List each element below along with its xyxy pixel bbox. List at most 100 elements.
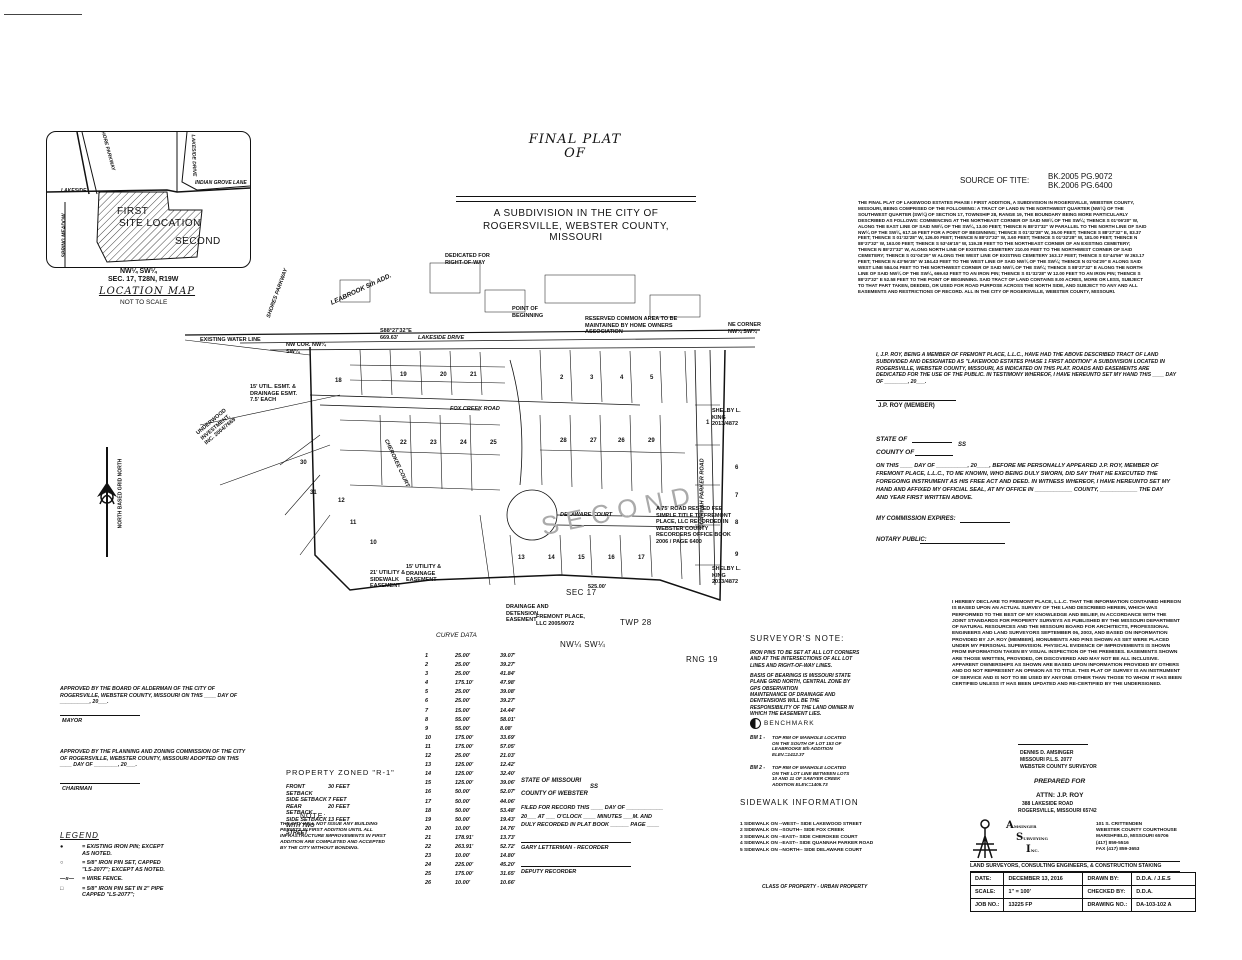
surveyor-note-3: MAINTENANCE OF DRAINAGE AND DENTENSIONS …	[750, 692, 854, 717]
curve-number: 13	[425, 762, 432, 769]
curve-length: 57.05'	[500, 743, 516, 750]
lot-3: 3	[590, 375, 594, 381]
curve-length: 14.44'	[500, 707, 516, 714]
curve-number: 2	[425, 662, 429, 669]
curve-radius: 15.00'	[455, 707, 471, 714]
owner-certificate: I, J.P. ROY, BEING A MEMBER OF FREMONT P…	[876, 352, 1176, 386]
firm-addr-5: FAX (417) 859-3653	[1096, 846, 1140, 852]
curve-length: 12.42'	[500, 762, 516, 769]
firm-address: 101 S. CRITTENDEN WEBSTER COUNTY COURTHO…	[1096, 822, 1177, 853]
curve-number: 7	[425, 707, 429, 714]
loc-caption: LOCATION MAP	[98, 286, 196, 297]
loc-section: SEC. 17, T28N, R19W	[108, 276, 179, 283]
curve-radius: 263.91'	[455, 843, 474, 850]
legend-symbol-icon: ○	[60, 860, 64, 866]
firm-addr-1: 101 S. CRITTENDEN	[1096, 822, 1143, 827]
recorder-signline	[521, 842, 631, 843]
plat-util-esmt: 15' UTIL. ESMT. & DRAINAGE ESMT. 7.5' EA…	[250, 384, 298, 403]
location-map-drawing	[47, 132, 250, 267]
curve-number: 9	[425, 725, 429, 732]
curve-length: 47.98'	[500, 680, 516, 687]
curve-number: 25	[425, 871, 432, 878]
legal-description: THE FINAL PLAT OF LAKEWOOD ESTATES PHASE…	[858, 200, 1147, 294]
plat-nwcorner: NW COR. NW¼ SW¼	[286, 342, 326, 355]
sidewalk-item-5: 5 SIDEWALK ON --NORTH-- SIDE DELAWARE CO…	[740, 847, 863, 853]
lot-8: 8	[735, 520, 739, 526]
sidewalk-title: SIDEWALK INFORMATION	[740, 798, 859, 807]
notary-commission-line	[960, 522, 1010, 523]
class-of-property: CLASS OF PROPERTY - URBAN PROPERTY	[762, 884, 868, 890]
owner-signline	[876, 400, 956, 401]
curve-radius: 25.00'	[455, 689, 471, 696]
notary-county: COUNTY OF	[876, 449, 915, 456]
lot-28: 28	[560, 438, 567, 444]
curve-number: 18	[425, 807, 432, 814]
firm-banner: LAND SURVEYORS, CONSULTING ENGINEERS, & …	[970, 861, 1180, 872]
curve-radius: 175.10'	[455, 680, 474, 687]
curve-length: 39.07'	[500, 653, 516, 659]
curve-length: 32.40'	[500, 771, 516, 778]
curve-length: 14.80'	[500, 853, 516, 860]
firm-addr-4: (417) 859-5516	[1096, 840, 1129, 846]
loc-scale: NOT TO SCALE	[120, 299, 168, 306]
curve-number: 11	[425, 743, 431, 750]
notary-body: ON THIS ____ DAY OF __________, 20____, …	[876, 463, 1171, 501]
title-rule	[456, 196, 696, 202]
curve-length: 53.48'	[500, 807, 516, 814]
source-book-1: BK.2005 PG.9072	[1048, 172, 1113, 181]
curve-length: 58.01'	[500, 716, 516, 723]
firm-word-3: NC.	[1030, 848, 1039, 853]
surveyor-note-2: BASIS OF BEARINGS IS MISSOURI STATE PLAN…	[750, 673, 851, 692]
approval-planning: APPROVED BY THE PLANNING AND ZONING COMM…	[60, 749, 246, 769]
street-delaware: DELAWARE COURT	[560, 512, 613, 518]
firm-tower-icon	[973, 819, 997, 859]
plat-drainage: DRAINAGE AND DETENSION EASEMENT	[506, 604, 549, 623]
sidewalk-list: 1 SIDEWALK ON --WEST-- SIDE LAKEWOOD STR…	[740, 822, 873, 854]
bm1-text: TOP RIM OF MANHOLE LOCATED ON THE SOUTH …	[772, 735, 847, 757]
recorder-ss: SS	[590, 784, 599, 790]
firm-mark-a: AMSINGER	[1006, 821, 1036, 831]
curve-radius: 125.00'	[455, 771, 474, 778]
setback-type: FRONT SETBACK	[286, 784, 313, 797]
lot-15: 15	[578, 555, 585, 561]
surveyor-name: DENNIS D. AMSINGER	[1020, 750, 1074, 756]
notary-public: NOTARY PUBLIC:	[876, 537, 927, 543]
benchmark-icon	[750, 718, 761, 729]
lot-6: 6	[735, 465, 739, 471]
lot-12: 12	[338, 498, 345, 504]
curve-radius: 25.00'	[455, 662, 471, 669]
sidewalk-item-4: 4 SIDEWALK ON --EAST-- SIDE QUANNAH PARK…	[740, 841, 874, 847]
recorder-filed: FILED FOR RECORD THIS ____ DAY OF ______…	[521, 805, 664, 811]
setback-type: WITH TWO STREET	[286, 823, 315, 836]
setback-type: SIDE SETBACK	[286, 797, 327, 803]
benchmark-title: BENCHMARK	[764, 720, 815, 727]
curve-number: 5	[425, 689, 429, 696]
curve-radius: 25.00'	[455, 698, 471, 705]
curve-number: 21	[425, 834, 432, 841]
tb-job: 13225 FP	[1003, 898, 1084, 912]
approval-mayor: MAYOR	[62, 718, 83, 724]
curve-length: 39.06'	[500, 780, 516, 787]
curve-length: 39.08'	[500, 689, 516, 696]
lot-10: 10	[370, 540, 377, 546]
legend-symbol-icon: ●	[60, 844, 64, 850]
plat-sidewalk-esmt: 21' UTILITY & SIDEWALK EASEMENT	[370, 570, 406, 589]
curve-row: 7 15.00' 14.44'	[425, 707, 540, 716]
firm-mark-s: SURVEYING	[1016, 833, 1048, 843]
curve-radius: 25.00'	[455, 671, 471, 678]
sidewalk-item-2: 2 SIDEWALK ON --SOUTH-- SIDE FOX CREEK	[740, 828, 845, 834]
